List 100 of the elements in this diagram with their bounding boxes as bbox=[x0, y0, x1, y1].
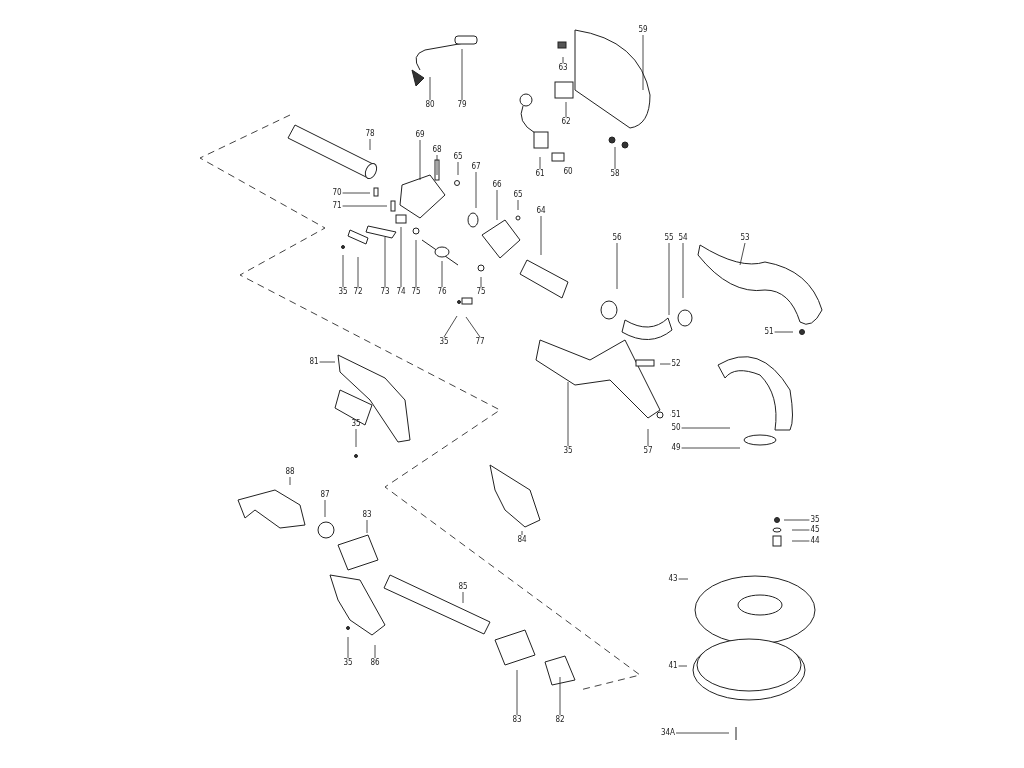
callout-number: 77 bbox=[474, 337, 486, 347]
leader-line bbox=[419, 139, 421, 181]
callout-number: 54 bbox=[677, 233, 689, 243]
leader-line bbox=[475, 171, 477, 209]
leader-line bbox=[342, 192, 371, 194]
callout-number: 65 bbox=[452, 152, 464, 162]
leader-line bbox=[516, 669, 518, 716]
leader-line bbox=[614, 146, 616, 170]
callout-number: 45 bbox=[809, 525, 821, 535]
leader-line bbox=[791, 540, 810, 542]
leader-line bbox=[539, 156, 541, 170]
callout-number: 75 bbox=[475, 287, 487, 297]
callout-number: 68 bbox=[431, 145, 443, 155]
leader-line bbox=[496, 189, 498, 221]
leader-line bbox=[366, 519, 368, 534]
callout-number: 86 bbox=[369, 658, 381, 668]
callout-number: 80 bbox=[424, 100, 436, 110]
leader-line bbox=[384, 236, 386, 288]
leader-line bbox=[441, 260, 443, 288]
leader-line bbox=[567, 381, 569, 447]
callout-number: 81 bbox=[308, 357, 320, 367]
callout-number: 63 bbox=[557, 63, 569, 73]
leader-line bbox=[783, 519, 810, 521]
callout-number: 35 bbox=[562, 446, 574, 456]
leader-line bbox=[791, 529, 810, 531]
leader-line bbox=[678, 665, 688, 667]
leader-line bbox=[436, 154, 438, 176]
leader-line bbox=[774, 331, 794, 333]
leader-line bbox=[678, 578, 689, 580]
callout-number: 65 bbox=[512, 190, 524, 200]
leader-line bbox=[565, 101, 567, 118]
callout-number: 61 bbox=[534, 169, 546, 179]
leader-line bbox=[400, 226, 402, 288]
leader-line bbox=[682, 242, 684, 299]
leader-line bbox=[517, 199, 519, 211]
callout-number: 75 bbox=[410, 287, 422, 297]
callout-number: 69 bbox=[414, 130, 426, 140]
leader-line bbox=[369, 138, 371, 151]
leader-line bbox=[480, 276, 482, 288]
callout-number: 51 bbox=[763, 327, 775, 337]
leader-line bbox=[443, 315, 458, 338]
callout-number: 44 bbox=[809, 536, 821, 546]
leader-line bbox=[681, 427, 731, 429]
callout-number: 56 bbox=[611, 233, 623, 243]
callout-number: 43 bbox=[667, 574, 679, 584]
callout-number: 34A bbox=[659, 728, 677, 738]
callout-number: 73 bbox=[379, 287, 391, 297]
leader-line bbox=[374, 644, 376, 659]
leader-line bbox=[465, 316, 481, 338]
callout-number: 41 bbox=[667, 661, 679, 671]
callout-number: 60 bbox=[562, 167, 574, 177]
leader-line bbox=[347, 636, 349, 659]
callout-number: 59 bbox=[637, 25, 649, 35]
callout-number: 87 bbox=[319, 490, 331, 500]
callout-number: 76 bbox=[436, 287, 448, 297]
leader-line bbox=[461, 48, 463, 101]
leader-line bbox=[659, 363, 671, 365]
callout-number: 78 bbox=[364, 129, 376, 139]
callout-number: 84 bbox=[516, 535, 528, 545]
callout-number: 66 bbox=[491, 180, 503, 190]
callout-number: 79 bbox=[456, 100, 468, 110]
callout-number: 35 bbox=[809, 515, 821, 525]
callout-number: 35 bbox=[342, 658, 354, 668]
callout-number: 85 bbox=[457, 582, 469, 592]
callout-number: 83 bbox=[361, 510, 373, 520]
leader-line bbox=[457, 161, 459, 176]
leader-line bbox=[559, 676, 561, 716]
leader-line bbox=[357, 256, 359, 288]
callout-number: 74 bbox=[395, 287, 407, 297]
leader-line bbox=[616, 242, 618, 290]
callout-number: 67 bbox=[470, 162, 482, 172]
leader-line bbox=[342, 254, 344, 288]
callout-number: 58 bbox=[609, 169, 621, 179]
callout-number: 82 bbox=[554, 715, 566, 725]
callout-number: 35 bbox=[438, 337, 450, 347]
callout-number: 35 bbox=[337, 287, 349, 297]
leader-line bbox=[289, 476, 291, 486]
callout-number: 50 bbox=[670, 423, 682, 433]
callout-number: 72 bbox=[352, 287, 364, 297]
callout-number: 35 bbox=[350, 419, 362, 429]
leader-line bbox=[415, 239, 417, 288]
callout-number: 53 bbox=[739, 233, 751, 243]
callout-number: 49 bbox=[670, 443, 682, 453]
leader-line bbox=[540, 215, 542, 256]
callout-number: 71 bbox=[331, 201, 343, 211]
leader-line bbox=[342, 205, 388, 207]
leader-line bbox=[355, 428, 357, 448]
callout-number: 70 bbox=[331, 188, 343, 198]
leader-line bbox=[319, 361, 336, 363]
callout-number: 57 bbox=[642, 446, 654, 456]
leader-line bbox=[521, 530, 523, 536]
callout-number: 51 bbox=[670, 410, 682, 420]
callout-number: 52 bbox=[670, 359, 682, 369]
leader-line bbox=[675, 732, 730, 734]
callout-number: 64 bbox=[535, 206, 547, 216]
leader-line bbox=[562, 56, 564, 64]
leader-line bbox=[647, 428, 649, 447]
leader-line bbox=[429, 76, 431, 101]
callout-number: 83 bbox=[511, 715, 523, 725]
leader-line bbox=[681, 447, 741, 449]
